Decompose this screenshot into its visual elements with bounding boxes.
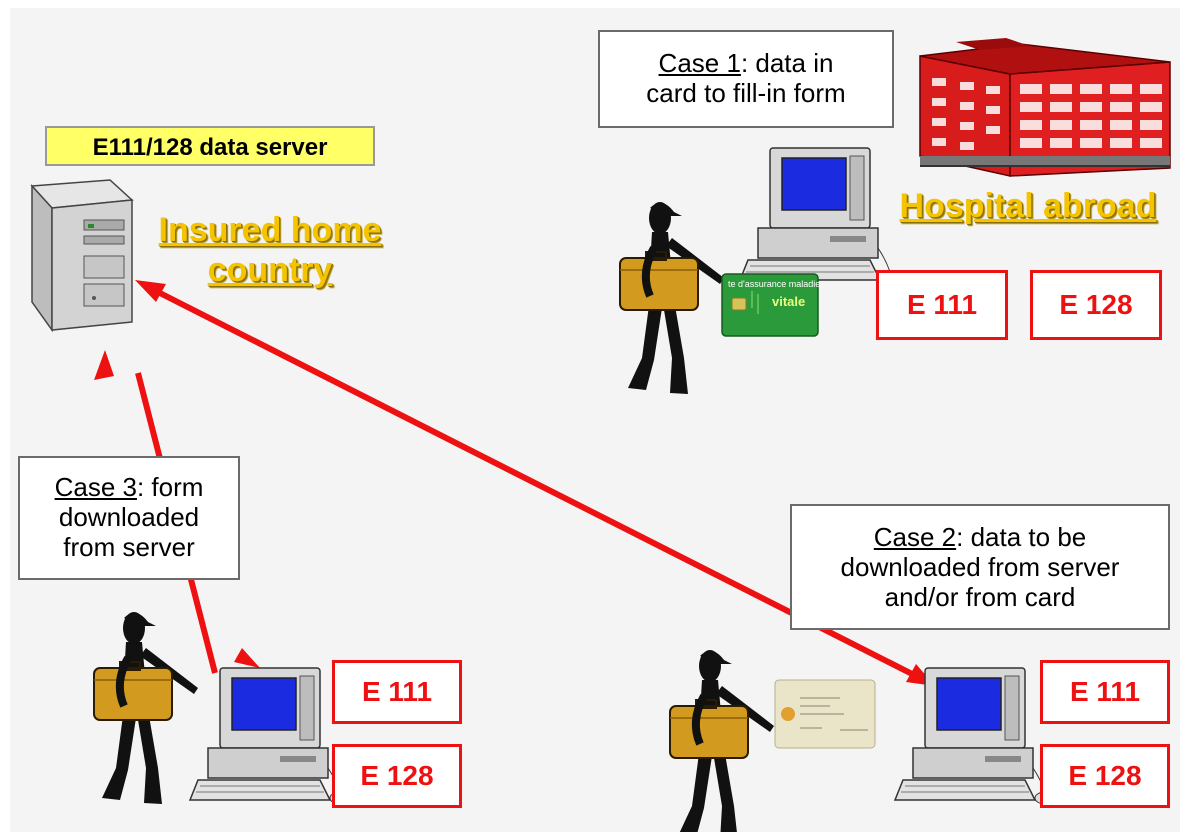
card-top-text: te d'assurance maladie: [728, 279, 820, 289]
case2-text-line2: downloaded from server: [840, 552, 1120, 582]
arrow-head-case3-up: [94, 350, 114, 380]
computer-icon-case2: [894, 667, 1056, 805]
form-e111-case2: E 111: [1040, 660, 1170, 724]
case3-text-line3: from server: [63, 532, 195, 562]
form-e111-case3: E 111: [332, 660, 462, 724]
form-e128-case3: E 128: [332, 744, 462, 808]
server-label: E111/128 data server: [45, 126, 375, 166]
hospital-title: Hospital abroad: [899, 187, 1157, 225]
person-icon-case2: [670, 650, 774, 832]
diagram-canvas: te d'assurance maladie vitale Case 1: da…: [10, 8, 1180, 832]
case1-text-line2: card to fill-in form: [646, 78, 846, 108]
computer-icon-case3: [189, 667, 351, 805]
form-e111-case1: E 111: [876, 270, 1008, 340]
case3-callout: Case 3: form downloaded from server: [18, 456, 240, 580]
case2-callout: Case 2: data to be downloaded from serve…: [790, 504, 1170, 630]
server-tower-icon: [30, 179, 134, 333]
arrow-head-case2-up: [135, 280, 166, 302]
case1-callout: Case 1: data in card to fill-in form: [598, 30, 894, 128]
person-icon-case1: [620, 202, 724, 394]
form-e128-case1: E 128: [1030, 270, 1162, 340]
person-icon-case3: [94, 612, 198, 804]
arrow-head-case3-down: [234, 648, 260, 668]
home-country-title: Insured home country: [140, 210, 400, 290]
case2-label: Case 2: [873, 522, 957, 552]
case2-text-line3: and/or from card: [884, 582, 1076, 612]
card-brand-text: vitale: [772, 294, 805, 309]
case1-text-line1: : data in: [740, 48, 834, 78]
hospital-building-icon: [919, 38, 1171, 177]
case3-text-line2: downloaded: [58, 502, 200, 532]
diagram-art: te d'assurance maladie vitale: [30, 38, 1171, 832]
form-e128-case2: E 128: [1040, 744, 1170, 808]
case1-label: Case 1: [658, 48, 741, 78]
computer-icon-case1: [739, 147, 901, 285]
home-country-line2: country: [207, 251, 333, 289]
case3-text-line1: : form: [136, 472, 204, 502]
case2-text-line1: : data to be: [956, 522, 1087, 552]
vitale-card-icon: te d'assurance maladie vitale: [721, 273, 820, 337]
home-country-line1: Insured home: [158, 211, 382, 249]
id-card-icon: [774, 679, 876, 749]
case3-label: Case 3: [54, 472, 137, 502]
